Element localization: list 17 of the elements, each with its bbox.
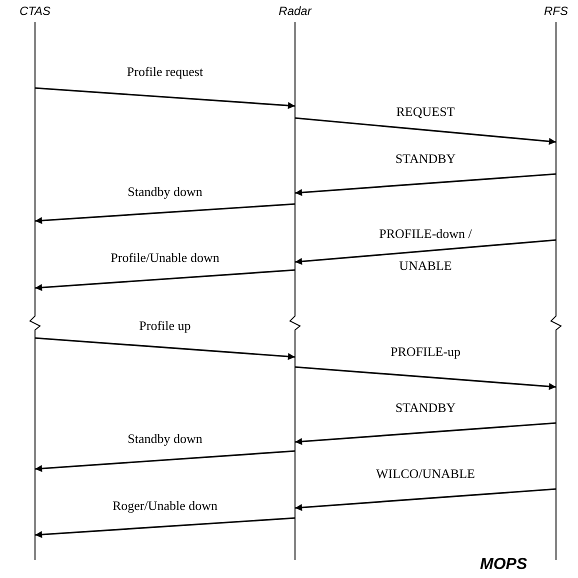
message-arrow: [294, 422, 556, 445]
message-arrow: [294, 173, 556, 196]
message-arrow: [34, 337, 296, 360]
message-arrow: [34, 269, 296, 291]
message-arrow: [294, 488, 556, 511]
message-arrow: [34, 517, 296, 538]
message-arrow: [34, 450, 296, 472]
participant-label: RFS: [543, 4, 569, 18]
diagram-label: MOPS: [480, 556, 528, 574]
message-arrow: [294, 366, 556, 390]
message-arrow: [294, 117, 556, 145]
participant-label: Radar: [278, 4, 313, 18]
message-arrow: [34, 203, 296, 224]
message-arrow: [294, 239, 556, 265]
participant-label: CTAS: [18, 4, 52, 18]
edge-label: PROFILE-down / UNABLE: [378, 225, 473, 275]
message-arrow: [34, 87, 296, 109]
